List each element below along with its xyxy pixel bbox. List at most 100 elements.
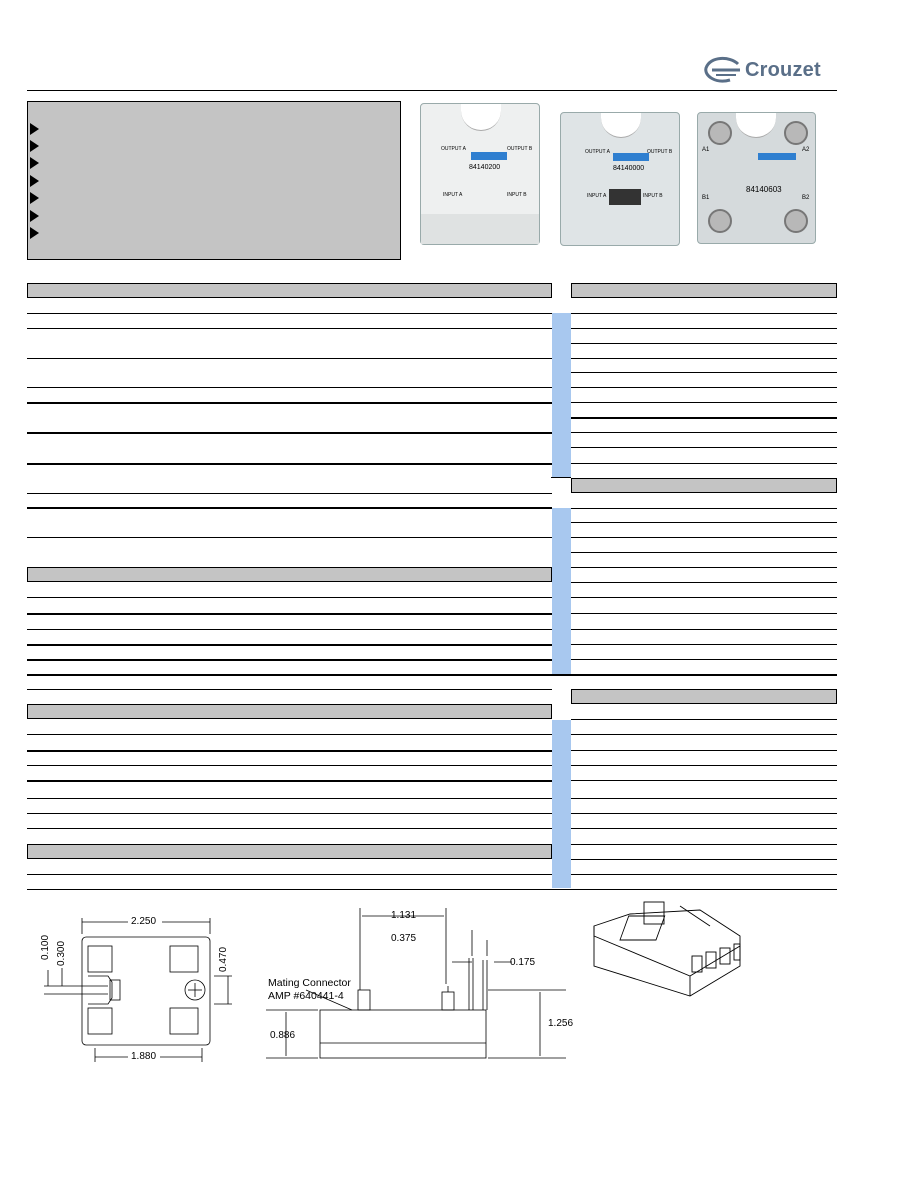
output-label: OUTPUT A	[441, 146, 466, 152]
band-edge	[551, 477, 571, 478]
row-divider	[27, 328, 552, 329]
row-divider	[27, 889, 837, 890]
row-divider	[571, 874, 837, 875]
row-divider	[571, 508, 837, 509]
row-divider	[27, 597, 552, 598]
highlight-band	[552, 313, 571, 478]
dim-label: 0.470	[218, 946, 229, 972]
screw-terminal	[784, 209, 808, 233]
row-divider	[571, 613, 837, 614]
output-label: OUTPUT B	[507, 146, 533, 152]
highlight-band	[552, 720, 571, 888]
features-box	[27, 101, 401, 260]
row-divider	[571, 328, 837, 329]
row-divider	[571, 597, 837, 598]
connector-caption: AMP #640441-4	[268, 990, 344, 1002]
row-divider	[27, 780, 552, 782]
row-divider	[27, 659, 552, 661]
input-label: INPUT B	[507, 192, 527, 198]
row-divider	[571, 844, 837, 845]
row-divider	[27, 813, 552, 814]
row-divider	[571, 734, 837, 735]
row-divider	[27, 313, 552, 314]
terminal-label: A1	[702, 147, 710, 153]
row-divider	[27, 874, 552, 875]
output-label: OUTPUT B	[647, 149, 673, 155]
dim-label: 0.375	[391, 933, 417, 944]
row-divider	[27, 828, 552, 829]
section-header-right-1	[571, 283, 837, 298]
row-divider	[571, 522, 837, 523]
bullet-arrow-icon	[30, 140, 39, 152]
row-divider	[571, 765, 837, 766]
product-image-2: 84140000 OUTPUT A OUTPUT B INPUT A INPUT…	[560, 112, 680, 246]
row-divider	[27, 613, 552, 615]
product-image-3: 84140603 A1 A2 B1 B2	[697, 112, 816, 244]
row-divider	[27, 432, 552, 434]
screw-terminal	[708, 121, 732, 145]
row-divider	[571, 859, 837, 860]
model-label: 84140603	[746, 185, 782, 194]
dim-label: 1.131	[391, 910, 417, 921]
input-label: INPUT A	[443, 192, 463, 198]
row-divider	[27, 358, 552, 359]
row-divider	[27, 689, 552, 690]
dim-label: 0.886	[270, 1030, 296, 1041]
row-divider	[571, 798, 837, 799]
side-view-drawing	[266, 908, 566, 1059]
row-divider	[571, 372, 837, 373]
section-header-left-4	[27, 844, 552, 859]
bullet-arrow-icon	[30, 210, 39, 222]
crouzet-swirl-icon	[704, 57, 740, 83]
row-divider	[571, 537, 837, 538]
terminal-label: B2	[802, 195, 810, 201]
dim-label: 1.256	[548, 1018, 574, 1029]
row-divider	[571, 567, 837, 568]
header-rule	[27, 90, 837, 91]
row-divider	[571, 387, 837, 388]
row-divider	[27, 387, 552, 388]
row-divider	[27, 537, 552, 538]
row-divider	[571, 463, 837, 464]
row-divider	[571, 417, 837, 419]
section-header-right-2	[571, 478, 837, 493]
connector-socket	[609, 189, 641, 205]
bullet-arrow-icon	[30, 157, 39, 169]
section-header-right-3	[571, 689, 837, 704]
row-divider	[571, 813, 837, 814]
output-label: OUTPUT A	[585, 149, 610, 155]
row-divider	[571, 552, 837, 553]
row-divider	[571, 447, 837, 448]
product-image-1: 84140200 OUTPUT A OUTPUT B INPUT A INPUT…	[420, 103, 540, 245]
row-divider	[571, 313, 837, 314]
row-divider	[27, 644, 552, 646]
row-divider	[571, 659, 837, 660]
bullet-arrow-icon	[30, 123, 39, 135]
row-divider	[571, 358, 837, 359]
row-divider	[571, 828, 837, 829]
row-divider	[571, 750, 837, 751]
dim-label: 1.880	[131, 1051, 157, 1062]
connector-drawing	[593, 901, 741, 997]
row-divider	[571, 644, 837, 645]
terminal-label: B1	[702, 195, 710, 201]
screw-terminal	[708, 209, 732, 233]
row-divider	[27, 463, 552, 465]
input-label: INPUT B	[643, 193, 663, 199]
row-divider	[27, 798, 552, 799]
dim-label: 0.175	[510, 957, 536, 968]
row-divider	[27, 402, 552, 404]
row-divider	[27, 629, 552, 630]
row-divider	[27, 750, 552, 752]
screw-terminal	[784, 121, 808, 145]
dim-label: 0.100	[40, 934, 51, 960]
row-divider	[571, 719, 837, 720]
input-label: INPUT A	[587, 193, 607, 199]
brand-name: Crouzet	[745, 59, 821, 81]
bullet-arrow-icon	[30, 192, 39, 204]
dim-label: 0.300	[56, 940, 67, 966]
terminal-label: A2	[802, 147, 810, 153]
row-divider	[571, 629, 837, 630]
row-divider	[27, 507, 552, 509]
highlight-band	[552, 508, 571, 674]
